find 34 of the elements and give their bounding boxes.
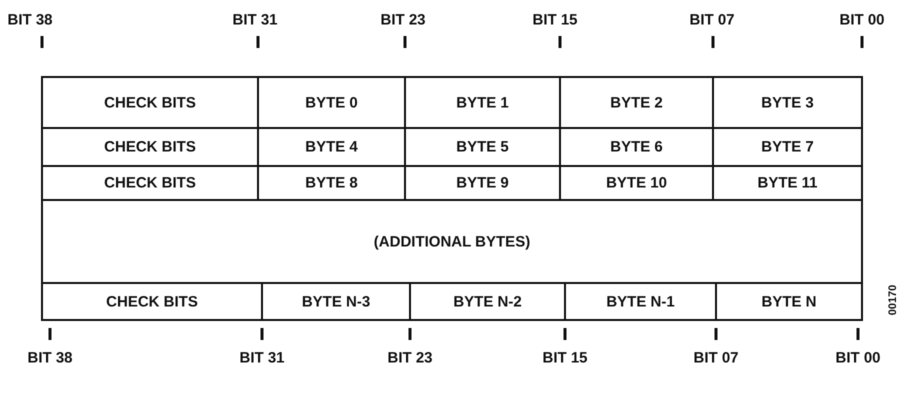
bit-label: BIT 38 [8, 12, 52, 28]
field-label: BYTE 10 [606, 174, 667, 192]
field-label: (ADDITIONAL BYTES) [374, 233, 530, 250]
field-label: BYTE 8 [305, 174, 358, 192]
bit-label: BIT 07 [694, 350, 738, 366]
bit-label: BIT 15 [542, 350, 588, 366]
bit-label: BIT 15 [532, 12, 578, 28]
field-label: CHECK BITS [104, 94, 196, 111]
field-label: BYTE 5 [456, 138, 509, 156]
field-label: BYTE 4 [305, 138, 358, 156]
field-label: BYTE 6 [610, 138, 663, 156]
bit-label: BIT 31 [232, 12, 278, 28]
field-label: BYTE N-2 [453, 293, 522, 310]
bit-label: BIT 31 [240, 350, 284, 366]
field-label: CHECK BITS [106, 293, 198, 310]
bit-label: BIT 23 [380, 12, 426, 28]
field-label: BYTE 3 [761, 94, 814, 111]
field-label: CHECK BITS [104, 174, 196, 192]
field-label: BYTE N-1 [606, 293, 675, 310]
bit-label: BIT 07 [690, 12, 734, 28]
bit-label: BIT 00 [840, 12, 884, 28]
bit-label: BIT 23 [388, 350, 432, 366]
field-label: BYTE 7 [761, 138, 814, 156]
field-label: BYTE N [762, 293, 816, 310]
bit-label: BIT 38 [28, 350, 72, 366]
field-label: BYTE 2 [610, 94, 663, 111]
bit-label: BIT 00 [836, 350, 880, 366]
field-label: CHECK BITS [104, 138, 196, 156]
field-label: BYTE N-3 [302, 293, 370, 310]
field-label: BYTE 1 [456, 94, 509, 111]
figure-number: 00170 [887, 284, 899, 316]
field-label: BYTE 9 [456, 174, 509, 192]
field-label: BYTE 0 [305, 94, 358, 111]
field-label: BYTE 11 [757, 174, 818, 192]
